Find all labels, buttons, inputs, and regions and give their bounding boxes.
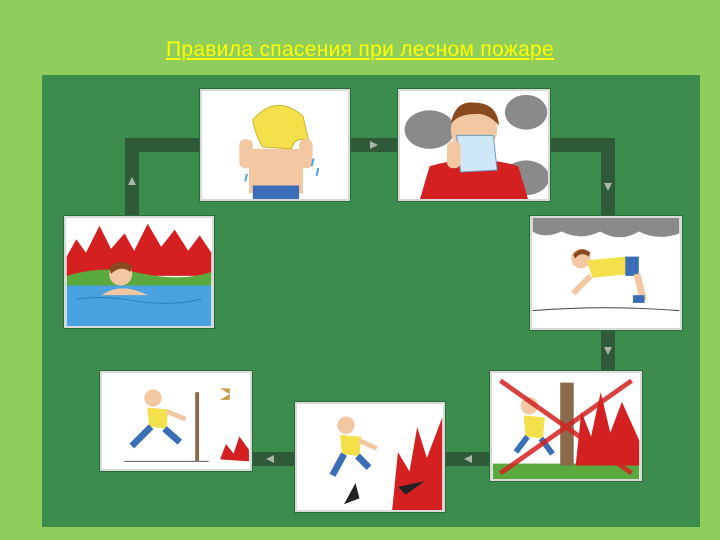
step-card-wet-clothes (200, 89, 350, 201)
arrow-right-icon (370, 141, 378, 149)
cycle-path (125, 138, 615, 466)
arrow-down-icon (604, 183, 612, 191)
arrow-left-icon (464, 455, 472, 463)
run-from-fire-icon (329, 416, 443, 510)
step-card-run-from-fire (295, 402, 445, 512)
step-card-run-against-wind (100, 371, 252, 471)
step-card-do-not-run-into-fire (490, 371, 642, 481)
arrow-left-icon (266, 455, 274, 463)
do-not-run-into-fire-icon (492, 378, 640, 479)
arrow-down-icon (604, 347, 612, 355)
step-card-shelter-in-water (64, 216, 214, 328)
step-card-cover-face (398, 89, 550, 201)
arrow-up-icon (128, 177, 136, 185)
step-card-crouch-low (530, 216, 682, 330)
run-against-wind-icon (124, 388, 249, 462)
shelter-in-water-icon (66, 223, 212, 326)
diagram-board (42, 75, 700, 527)
page-title: Правила спасения при лесном пожаре (165, 38, 555, 61)
crouch-low-under-smoke-icon (532, 218, 680, 312)
wet-clothes-icon (239, 104, 320, 199)
cover-face-cloth-icon (404, 94, 548, 199)
